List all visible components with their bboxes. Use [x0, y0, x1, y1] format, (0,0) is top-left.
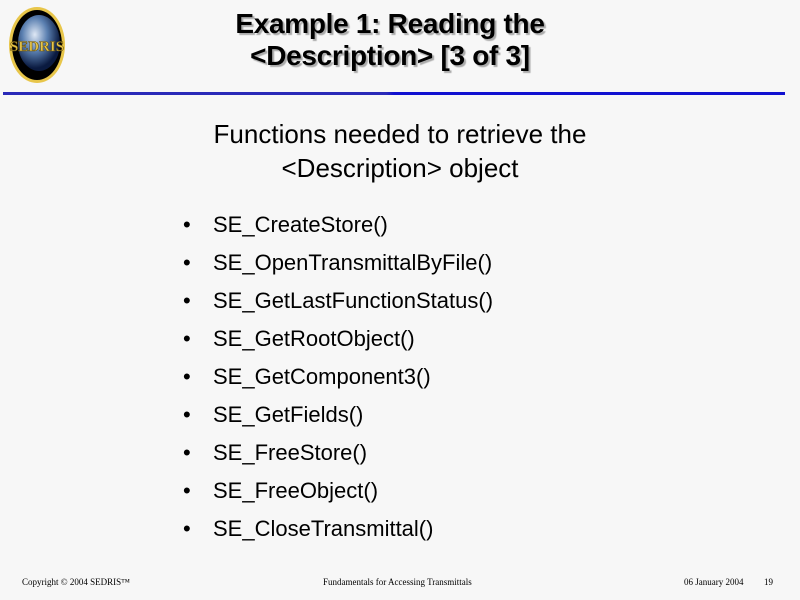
- function-list: • SE_CreateStore() • SE_OpenTransmittalByF…: [183, 206, 493, 548]
- bullet-icon: •: [183, 516, 191, 541]
- bullet-icon: •: [183, 364, 191, 389]
- list-item-text: SE_GetLastFunctionStatus(): [213, 288, 494, 313]
- list-item: • SE_FreeStore(): [183, 434, 493, 472]
- list-item: • SE_FreeObject(): [183, 472, 493, 510]
- subtitle-line-1: Functions needed to retrieve the: [213, 119, 587, 149]
- list-item: • SE_GetLastFunctionStatus(): [183, 282, 493, 320]
- bullet-icon: •: [183, 440, 191, 465]
- title-line-2: <Description> [3 of 3]: [250, 40, 530, 71]
- list-item-text: SE_FreeStore(): [213, 440, 368, 465]
- subtitle-line-2: <Description> object: [281, 153, 519, 183]
- list-item: • SE_GetRootObject(): [183, 320, 493, 358]
- bullet-icon: •: [183, 478, 191, 503]
- sedris-logo: SEDRIS: [9, 7, 65, 83]
- footer-copyright: Copyright © 2004 SEDRIS™: [22, 577, 130, 587]
- bullet-icon: •: [183, 326, 191, 351]
- list-item-text: SE_CloseTransmittal(): [213, 516, 434, 541]
- list-item-text: SE_GetFields(): [213, 402, 364, 427]
- list-item: • SE_CreateStore(): [183, 206, 493, 244]
- title-divider: [3, 92, 785, 95]
- svg-text:SEDRIS: SEDRIS: [10, 39, 64, 55]
- bullet-icon: •: [183, 402, 191, 427]
- footer-date: 06 January 2004: [684, 577, 744, 587]
- bullet-icon: •: [183, 250, 191, 275]
- list-item: • SE_GetFields(): [183, 396, 493, 434]
- bullet-icon: •: [183, 288, 191, 313]
- list-item-text: SE_GetRootObject(): [213, 326, 415, 351]
- page-number: 19: [764, 577, 773, 587]
- list-item: • SE_OpenTransmittalByFile(): [183, 244, 493, 282]
- slide-subtitle: Functions needed to retrieve the <Descri…: [100, 117, 700, 185]
- bullet-icon: •: [183, 212, 191, 237]
- list-item-text: SE_GetComponent3(): [213, 364, 431, 389]
- list-item-text: SE_CreateStore(): [213, 212, 388, 237]
- list-item: • SE_GetComponent3(): [183, 358, 493, 396]
- footer-title: Fundamentals for Accessing Transmittals: [323, 577, 472, 587]
- list-item: • SE_CloseTransmittal(): [183, 510, 493, 548]
- title-line-1: Example 1: Reading the: [235, 8, 545, 39]
- list-item-text: SE_OpenTransmittalByFile(): [213, 250, 493, 275]
- slide-title: Example 1: Reading the <Description> [3 …: [140, 8, 640, 72]
- list-item-text: SE_FreeObject(): [213, 478, 379, 503]
